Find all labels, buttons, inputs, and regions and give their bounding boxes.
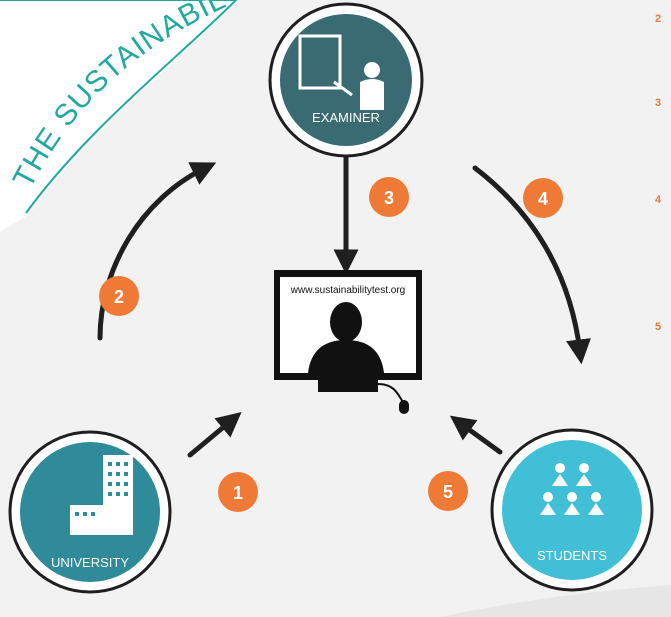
computer: www.sustainabilitytest.org (274, 270, 422, 414)
step-badge-4: 4 (523, 178, 563, 218)
step-badge-5: 5 (428, 471, 468, 511)
background-swoosh (440, 585, 671, 617)
teacher-figure-icon (360, 62, 384, 110)
side-step-2: 2 (655, 13, 661, 25)
side-step-5: 5 (655, 321, 661, 333)
students-icon (540, 463, 604, 515)
teacher-icon (298, 34, 353, 97)
side-step-3: 3 (655, 97, 661, 109)
examiner-circle (280, 14, 412, 146)
side-step-4: 4 (655, 194, 662, 206)
mouse-icon (399, 400, 409, 414)
examiner-node: EXAMINER (268, 2, 424, 158)
building-icon (70, 455, 133, 535)
arrow-examiner-to-students (472, 165, 591, 365)
examiner-label: EXAMINER (312, 110, 380, 125)
monitor-stand (318, 380, 378, 392)
title-banner: THE SUSTAINABILITY TEST (0, 0, 238, 232)
step-number: 3 (384, 188, 394, 208)
step-number: 2 (114, 287, 124, 307)
arrow-students-to-computer (449, 415, 503, 455)
step-number: 5 (443, 482, 453, 502)
university-label: UNIVERSITY (51, 555, 129, 570)
step-badge-3: 3 (369, 177, 409, 217)
students-node: STUDENTS (490, 428, 654, 592)
university-node: UNIVERSITY (8, 430, 172, 594)
user-silhouette-icon (308, 302, 384, 373)
website-url[interactable]: www.sustainabilitytest.org (290, 285, 406, 296)
students-label: STUDENTS (537, 548, 607, 563)
step-badge-2: 2 (99, 276, 139, 316)
side-step-list: 2 3 4 5 (655, 13, 662, 333)
arrow-university-to-examiner (97, 162, 217, 341)
step-badge-1: 1 (218, 472, 258, 512)
mouse-cable (377, 383, 404, 403)
arrow-university-to-computer (187, 411, 242, 458)
step-number: 4 (538, 189, 548, 209)
url-bar (280, 277, 416, 297)
step-number: 1 (233, 483, 243, 503)
